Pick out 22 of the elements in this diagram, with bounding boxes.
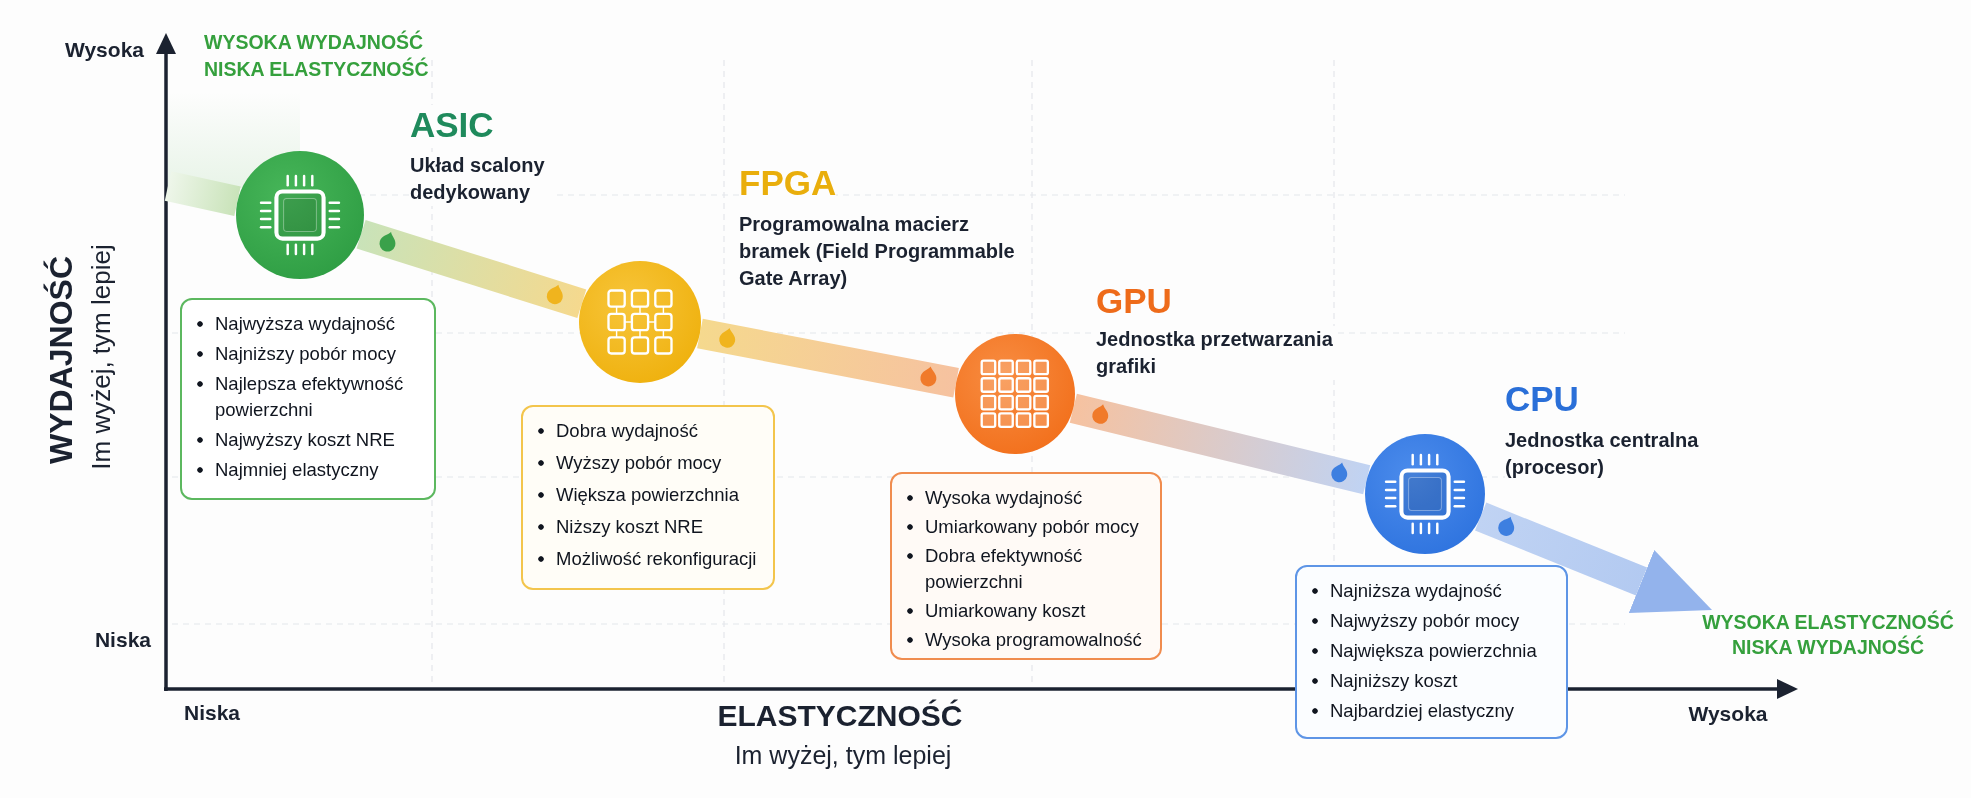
- axis-title: WYDAJNOŚĆ: [42, 256, 80, 464]
- category-circle: [955, 334, 1075, 454]
- category-description: Jednostka przetwarzania grafiki: [1096, 326, 1338, 380]
- category-circle: [236, 151, 364, 279]
- category-title: ASIC: [410, 105, 494, 145]
- axis-end-label: Wysoka: [65, 37, 144, 63]
- feature-panel: [521, 405, 775, 590]
- axis-end-label: Niska: [184, 700, 241, 726]
- feature-panel: [180, 298, 436, 500]
- category-circle: [1365, 434, 1485, 554]
- category-description: Układ scalony dedykowany: [410, 152, 552, 206]
- category-circle: [579, 261, 701, 383]
- feature-panel: [1295, 565, 1568, 739]
- axis-subtitle: Im wyżej, tym lepiej: [734, 740, 952, 770]
- corner-note: WYSOKA ELASTYCZNOŚĆ NISKA WYDAJNOŚĆ: [1700, 610, 1956, 660]
- axis-subtitle: Im wyżej, tym lepiej: [86, 244, 116, 470]
- corner-note: WYSOKA WYDAJNOŚĆ NISKA ELASTYCZNOŚĆ: [204, 29, 430, 82]
- axis-title: ELASTYCZNOŚĆ: [717, 698, 963, 734]
- gradient-arrow-band: [1474, 502, 1712, 614]
- axis-end-label: Wysoka: [1688, 701, 1768, 727]
- axis-end-label: Niska: [94, 627, 151, 653]
- feature-panel: [890, 472, 1162, 660]
